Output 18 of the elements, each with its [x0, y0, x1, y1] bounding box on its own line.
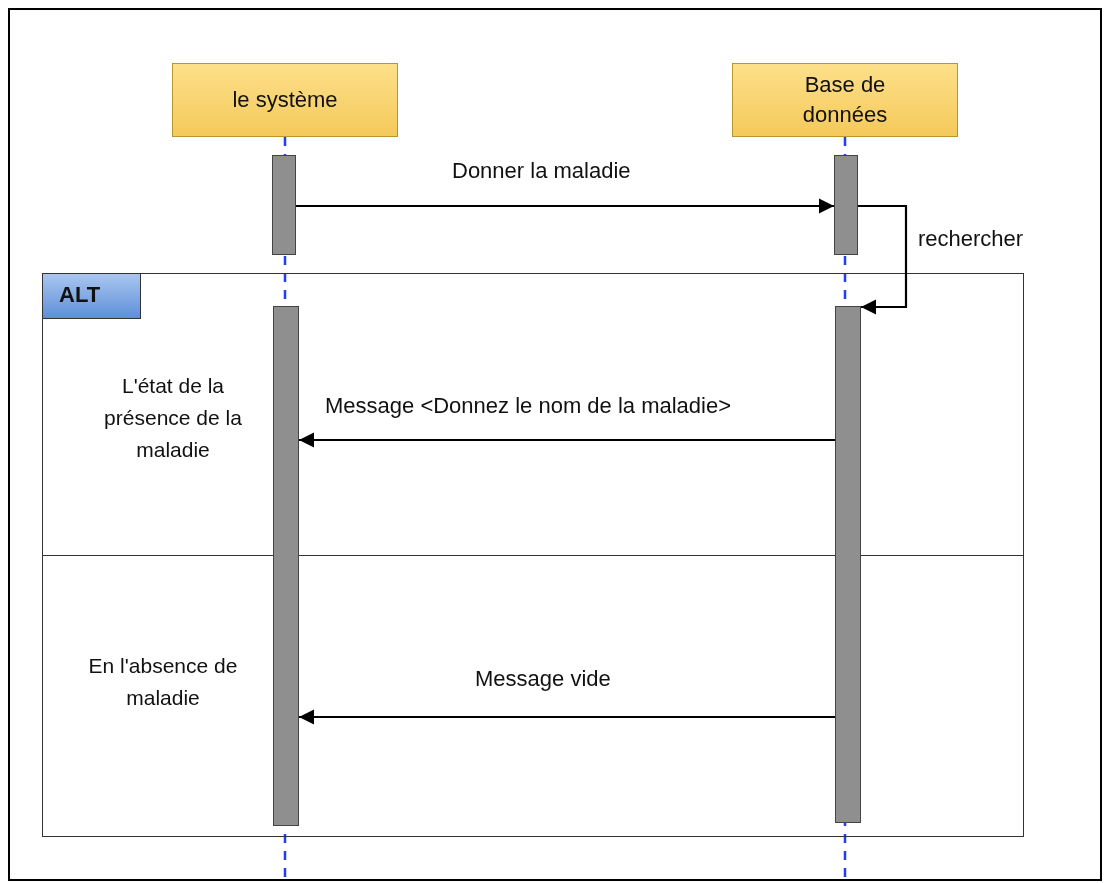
message-label: Message <Donnez le nom de la maladie> [325, 393, 732, 419]
message-label: Message vide [475, 666, 611, 692]
activation-bar [273, 306, 299, 826]
message-arrow [299, 709, 835, 725]
message-arrow [299, 432, 835, 448]
participant-box: le système [172, 63, 398, 137]
activation-bar [835, 306, 861, 823]
participant-box: Base de données [732, 63, 958, 137]
message-label: rechercher [918, 226, 1024, 252]
fragment-label: ALT [43, 274, 141, 319]
alt-frame [42, 273, 1024, 837]
message-arrow [296, 198, 834, 214]
guard-condition: L'état de la présence de la maladie [103, 373, 243, 463]
activation-bar [834, 155, 858, 255]
activation-bar [272, 155, 296, 255]
guard-condition: En l'absence de maladie [87, 653, 239, 711]
message-arrow [858, 204, 908, 315]
message-label: Donner la maladie [452, 158, 631, 184]
